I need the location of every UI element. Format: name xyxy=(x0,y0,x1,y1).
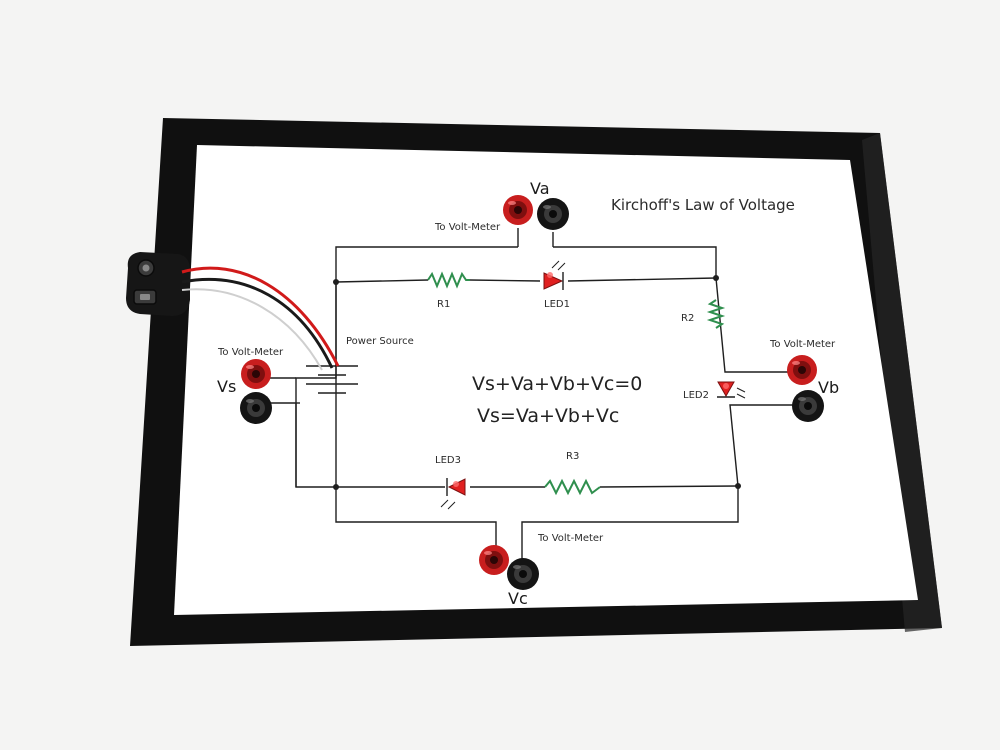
led1-symbol xyxy=(543,260,566,290)
trace-outer-right-top xyxy=(553,246,717,278)
label-vb: Vb xyxy=(818,378,840,397)
label-led3: LED3 xyxy=(435,455,461,466)
red-lead-wire xyxy=(181,266,340,367)
black-lead-wire xyxy=(181,277,334,369)
board-glare xyxy=(862,133,942,632)
label-vc: Vc xyxy=(508,589,528,608)
trace-outer-left-bottom xyxy=(295,403,497,548)
grey-lead-wire xyxy=(181,288,323,371)
label-r2: R2 xyxy=(681,313,695,324)
led3-symbol xyxy=(440,478,466,510)
power-source-label: Power Source xyxy=(346,336,414,347)
junction-dots xyxy=(333,275,741,490)
terminal-vb-black[interactable] xyxy=(792,390,824,422)
trace-inner-bottom-right xyxy=(599,485,739,488)
terminal-vc-black[interactable] xyxy=(507,558,539,590)
resistor-r3 xyxy=(544,478,601,496)
label-led1: LED1 xyxy=(544,299,570,310)
resistor-r1 xyxy=(427,271,470,289)
led2-symbol xyxy=(717,381,746,399)
terminal-vb-red[interactable] xyxy=(787,355,817,385)
paper-sheet xyxy=(174,145,918,615)
terminal-vs-red[interactable] xyxy=(241,359,271,389)
terminal-vc-red[interactable] xyxy=(479,545,509,575)
terminal-vs-black[interactable] xyxy=(240,392,272,424)
label-r3: R3 xyxy=(566,451,580,462)
trace-inner-top-left xyxy=(335,279,429,283)
label-vs: Vs xyxy=(217,377,237,396)
trace-inner-top-right xyxy=(567,277,717,282)
label-r1: R1 xyxy=(437,299,451,310)
battery-snap-connector[interactable] xyxy=(126,252,190,316)
terminal-va-red[interactable] xyxy=(503,195,533,225)
meter-label-vc: To Volt-Meter xyxy=(538,533,604,544)
label-led2: LED2 xyxy=(683,390,709,401)
equation-sum-zero: Vs+Va+Vb+Vc=0 xyxy=(472,373,643,395)
trace-inner-top-mid xyxy=(469,279,541,282)
equation-sum: Vs=Va+Vb+Vc xyxy=(477,405,620,427)
meter-label-vb: To Volt-Meter xyxy=(770,339,836,350)
board-title: Kirchoff's Law of Voltage xyxy=(611,196,795,214)
terminal-va-black[interactable] xyxy=(537,198,569,230)
resistor-r2 xyxy=(706,299,726,329)
label-va: Va xyxy=(530,179,550,198)
trace-outer-right-lower xyxy=(729,404,766,487)
meter-label-va: To Volt-Meter xyxy=(435,222,501,233)
meter-label-vs: To Volt-Meter xyxy=(218,347,284,358)
trace-outer-right-bottom xyxy=(521,486,739,562)
